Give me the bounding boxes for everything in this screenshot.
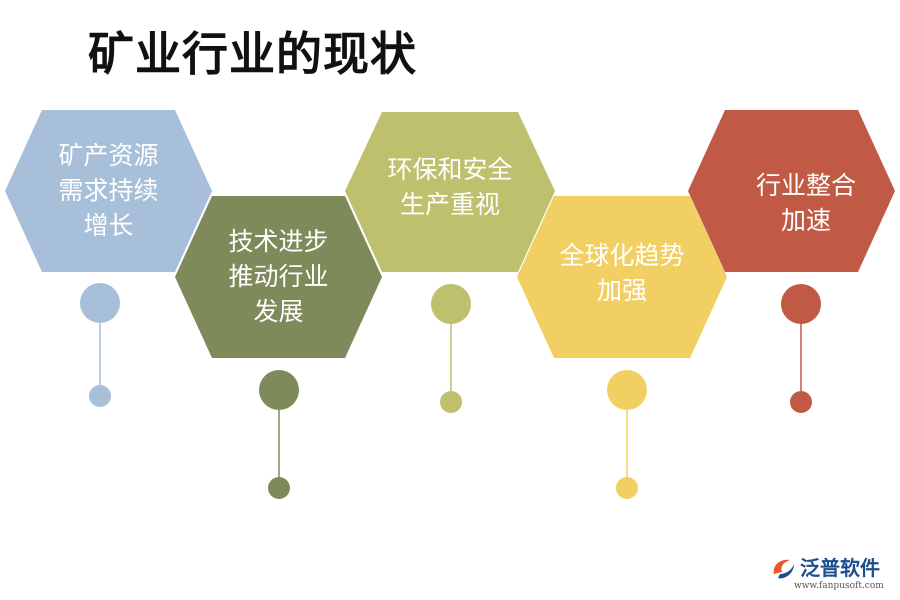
hexagon-5-line-2: 加速 xyxy=(780,206,831,235)
hexagon-2-label: 技术进步 推动行业 发展 xyxy=(190,224,367,329)
hexagon-2-line-2: 推动行业 xyxy=(228,262,329,291)
hexagon-5 xyxy=(688,110,895,272)
hexagon-3 xyxy=(345,112,555,272)
small-dot-1 xyxy=(89,385,111,407)
hexagon-4 xyxy=(517,196,727,358)
hexagon-3-label: 环保和安全 生产重视 xyxy=(355,152,545,222)
large-dot-3 xyxy=(431,284,471,324)
hexagon-2-line-1: 技术进步 xyxy=(228,227,329,256)
hexagon-2-line-3: 发展 xyxy=(253,297,304,326)
small-dot-4 xyxy=(616,477,638,499)
large-dot-1 xyxy=(80,283,120,323)
small-dot-5 xyxy=(790,391,812,413)
small-dot-3 xyxy=(440,391,462,413)
hexagon-4-line-1: 全球化趋势 xyxy=(559,241,685,270)
hexagon-1-line-1: 矿产资源 xyxy=(58,141,159,170)
logo-name: 泛普软件 xyxy=(800,556,880,580)
large-dot-5 xyxy=(781,284,821,324)
small-dot-2 xyxy=(268,477,290,499)
large-dot-2 xyxy=(259,370,299,410)
hexagon-4-label: 全球化趋势 加强 xyxy=(527,238,717,308)
brand-logo: 泛普软件 www.fanpusoft.com xyxy=(770,552,895,596)
hexagon-5-label: 行业整合 加速 xyxy=(716,168,896,238)
hexagon-1-label: 矿产资源 需求持续 增长 xyxy=(20,138,197,243)
hexagon-1-line-2: 需求持续 xyxy=(58,176,159,205)
logo-mark-icon xyxy=(773,559,794,579)
hexagon-2 xyxy=(175,196,382,358)
hexagon-1 xyxy=(5,110,212,272)
large-dot-4 xyxy=(607,370,647,410)
hexagon-1-line-3: 增长 xyxy=(83,211,134,240)
hexagon-5-line-1: 行业整合 xyxy=(755,171,856,200)
hexagon-3-line-2: 生产重视 xyxy=(399,190,500,219)
hexagon-4-line-2: 加强 xyxy=(596,276,647,305)
page-title: 矿业行业的现状 xyxy=(88,27,417,81)
logo-url: www.fanpusoft.com xyxy=(794,581,884,591)
hexagon-3-line-1: 环保和安全 xyxy=(387,155,513,184)
